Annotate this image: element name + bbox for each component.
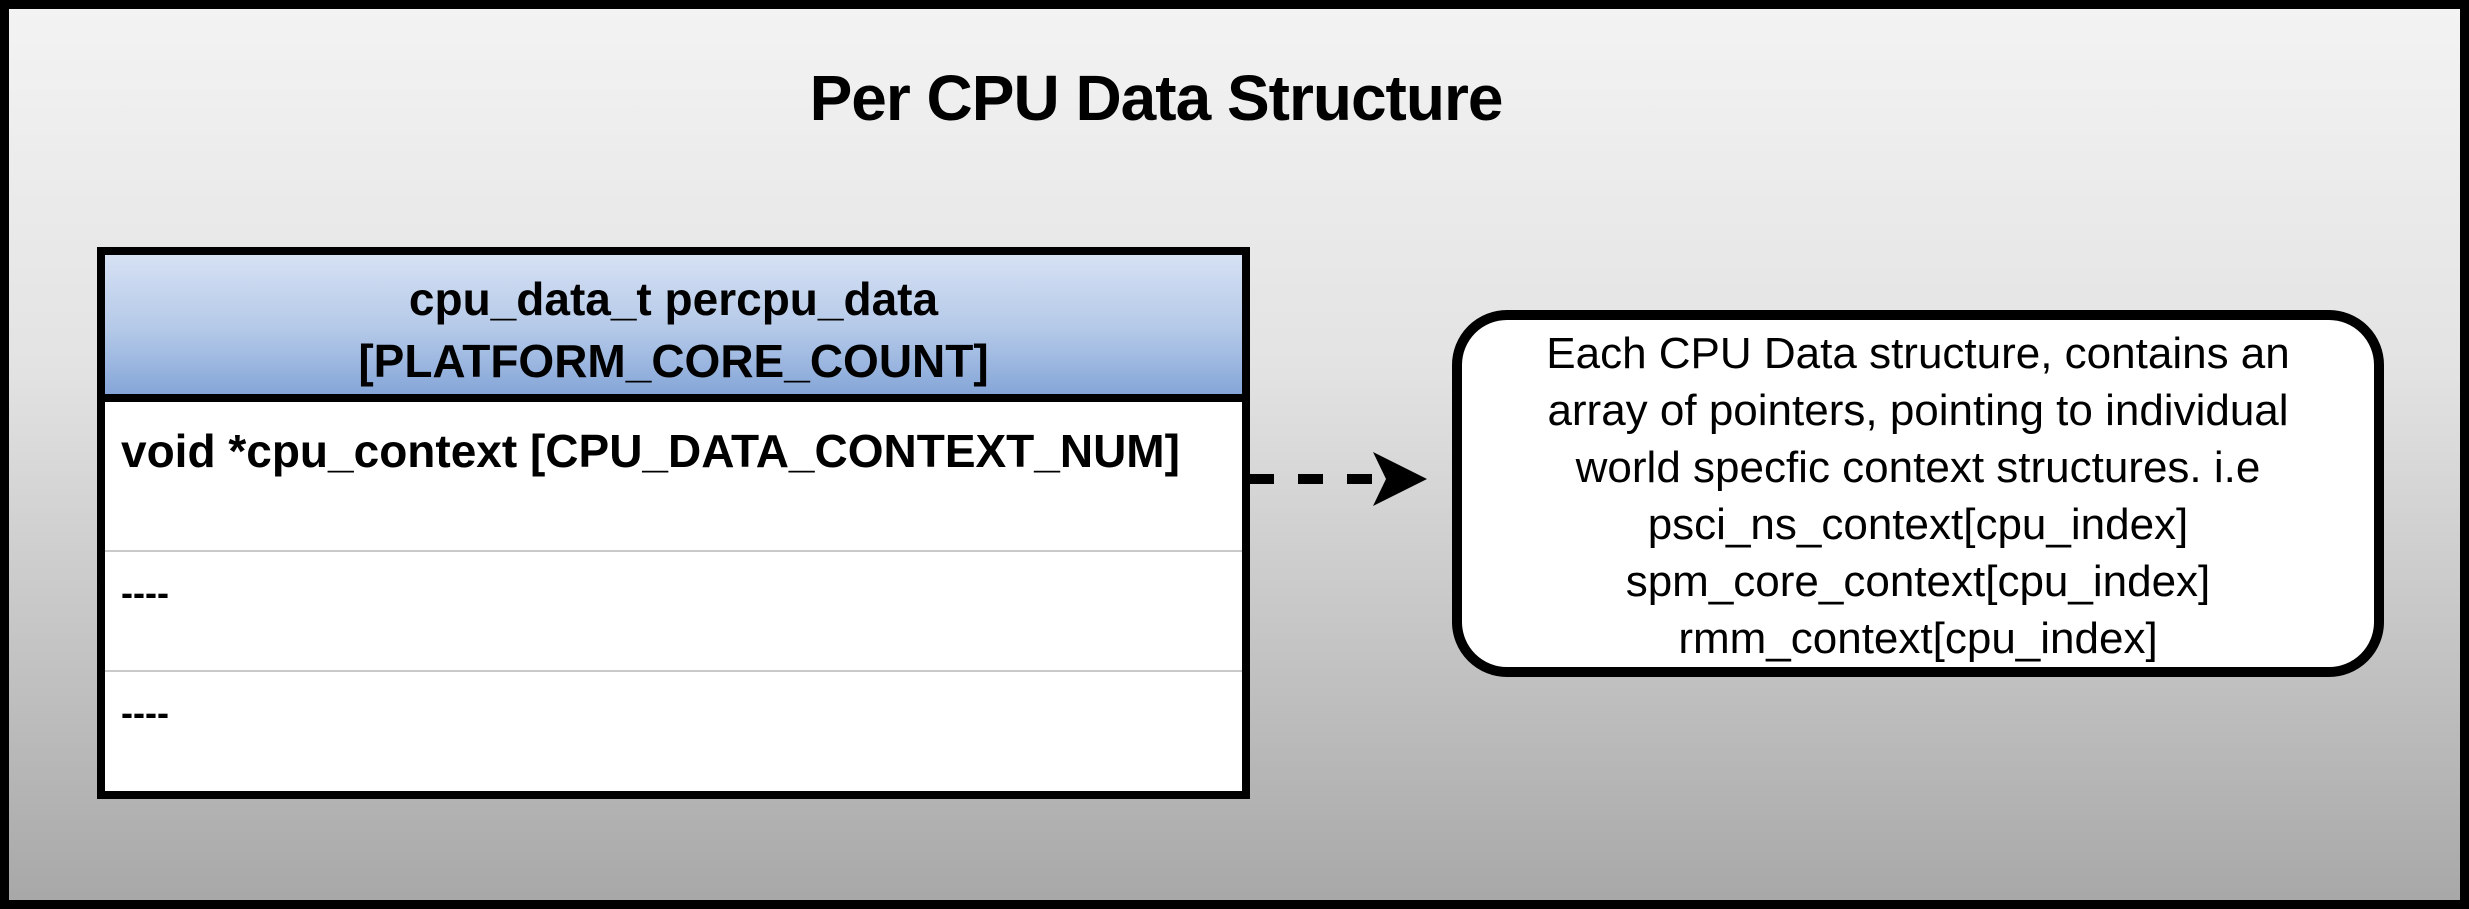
callout-line-6: rmm_context[cpu_index]: [1678, 614, 2158, 663]
percpu-data-table: cpu_data_t percpu_data [PLATFORM_CORE_CO…: [97, 247, 1250, 799]
table-row-cpu-context: void *cpu_context [CPU_DATA_CONTEXT_NUM]: [105, 402, 1242, 552]
callout-line-5: spm_core_context[cpu_index]: [1625, 557, 2211, 606]
callout-line-3: world specfic context structures. i.e: [1575, 443, 2261, 492]
table-header-line2: [PLATFORM_CORE_COUNT]: [358, 335, 989, 387]
callout-line-4: psci_ns_context[cpu_index]: [1647, 500, 2189, 549]
page-title: Per CPU Data Structure: [809, 62, 1504, 134]
table-header: cpu_data_t percpu_data [PLATFORM_CORE_CO…: [105, 255, 1242, 402]
explanation-callout: Each CPU Data structure, contains an arr…: [1452, 310, 2384, 677]
table-row-placeholder-1: ----: [105, 552, 1242, 672]
table-row-placeholder-2: ----: [121, 692, 169, 733]
table-header-line1: cpu_data_t percpu_data: [408, 273, 939, 325]
callout-line-1: Each CPU Data structure, contains an: [1546, 329, 2290, 378]
dashed-arrow-icon: [1249, 452, 1427, 506]
callout-line-2: array of pointers, pointing to individua…: [1547, 386, 2289, 435]
